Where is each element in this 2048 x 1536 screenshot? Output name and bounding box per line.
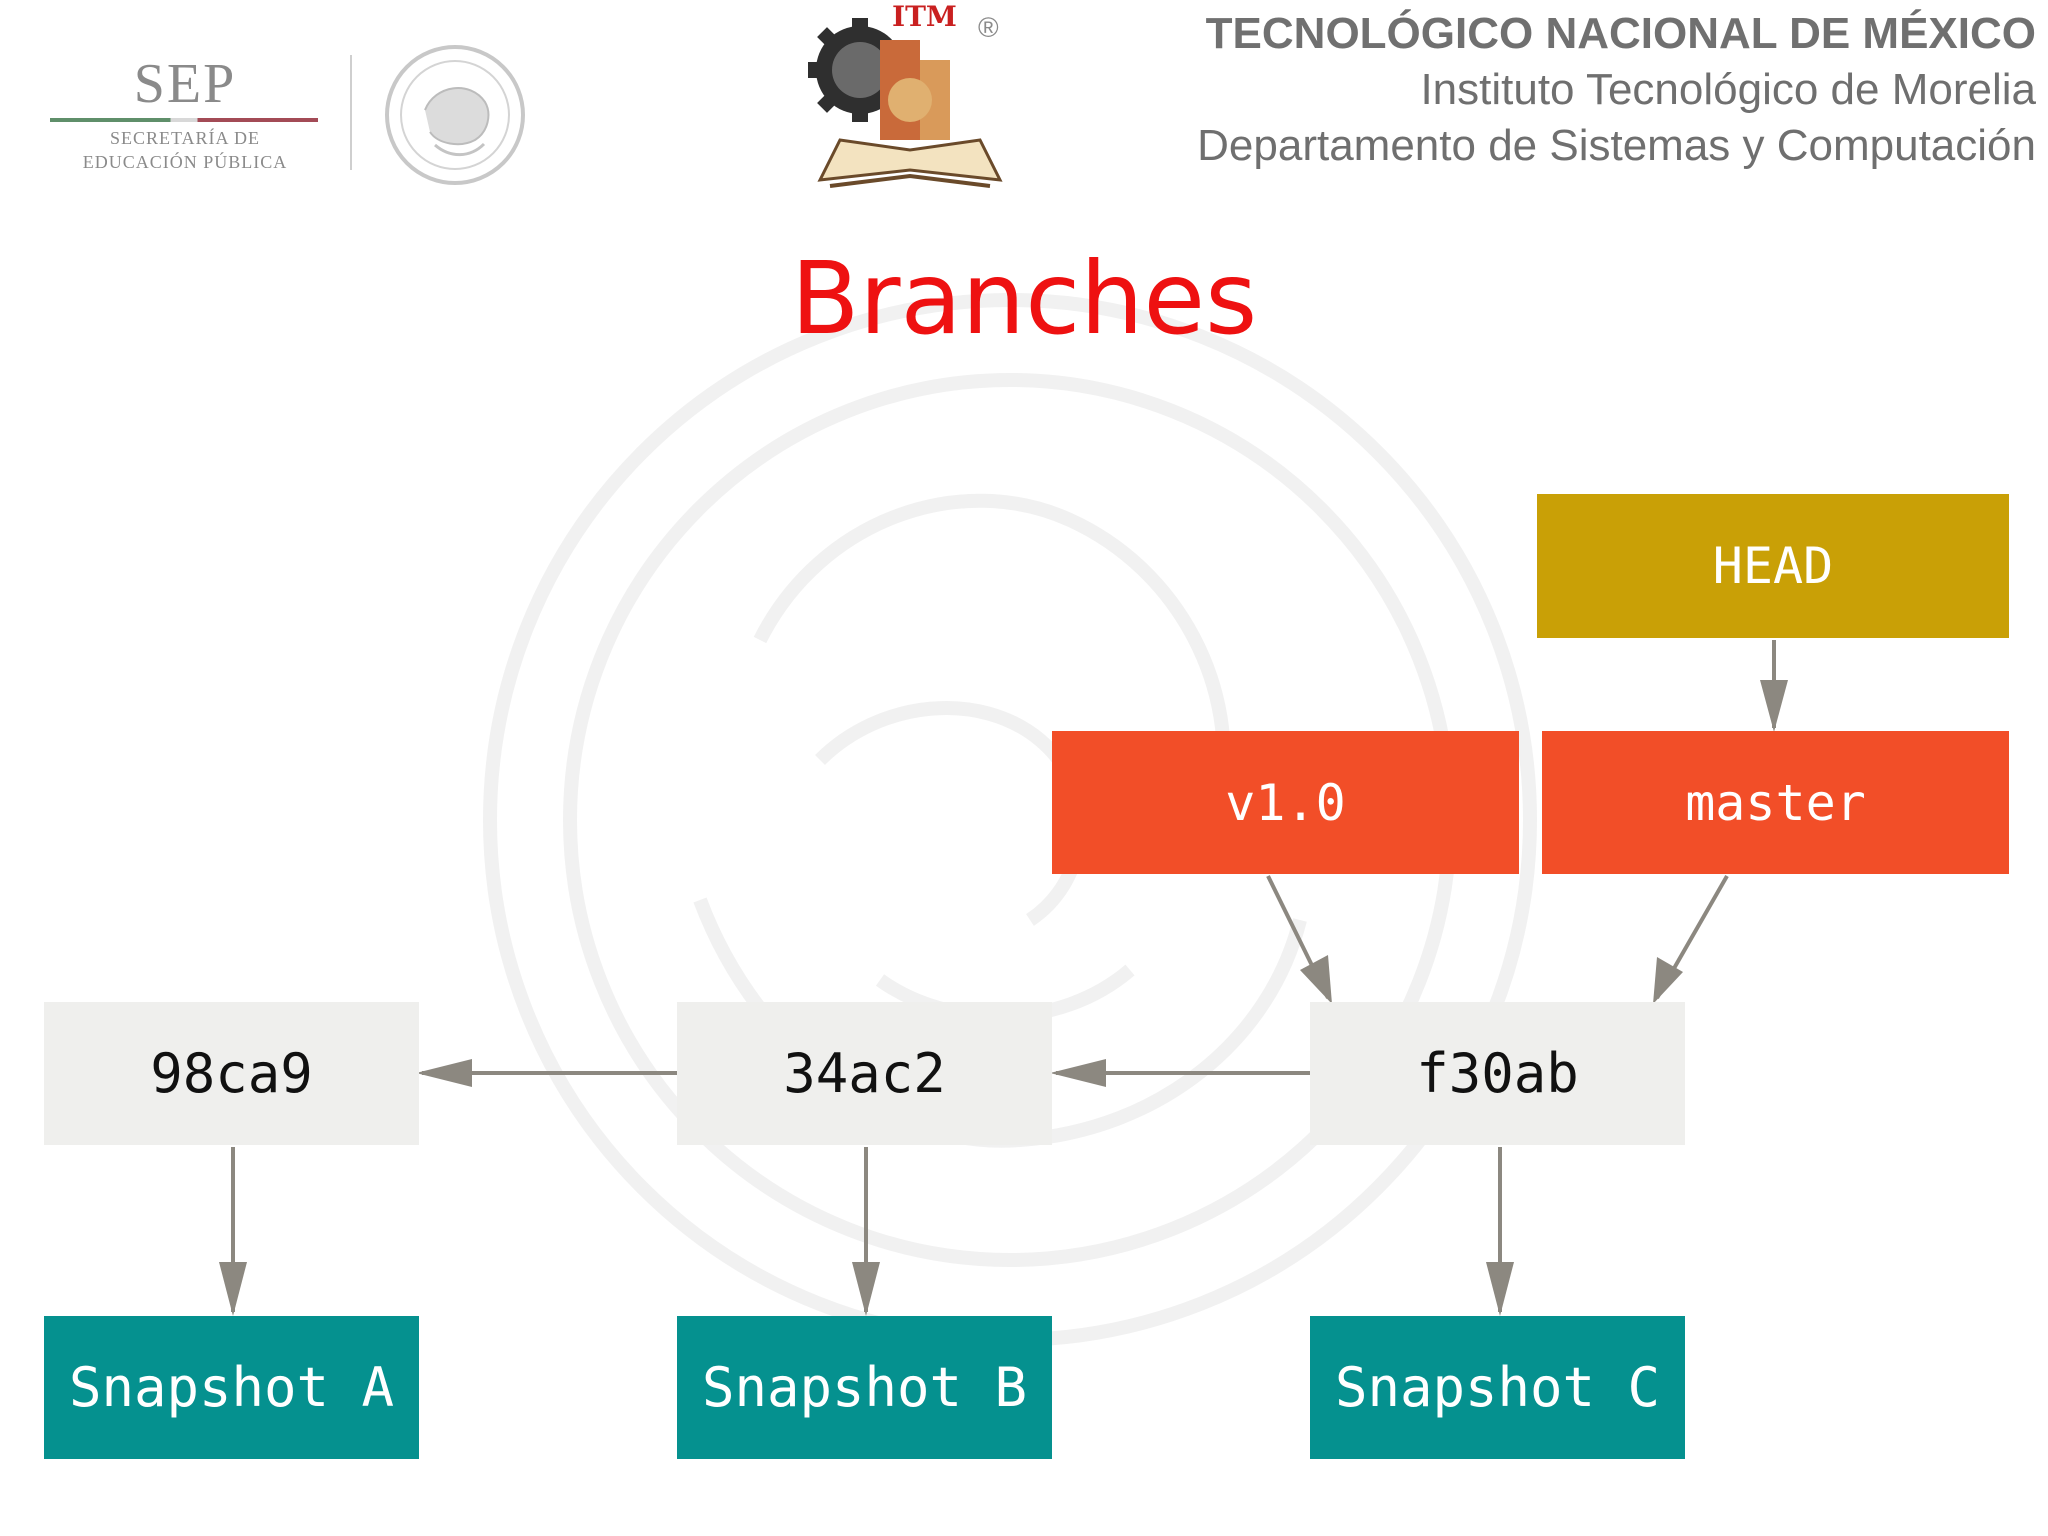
arrowhead-to-snapshot-b	[852, 1262, 880, 1316]
branch-master: master	[1542, 731, 2009, 874]
registered-mark: ®	[978, 12, 999, 43]
arrowhead-head-to-master	[1760, 680, 1788, 732]
institution-line-1: TECNOLÓGICO NACIONAL DE MÉXICO	[1205, 9, 2036, 58]
sep-logo: SEP SECRETARÍA DE EDUCACIÓN PÚBLICA	[50, 52, 320, 182]
commit-f30ab: f30ab	[1310, 1002, 1685, 1145]
itm-logo-text: ITM	[892, 0, 957, 33]
logo-divider	[350, 55, 352, 170]
slide-title: Branches	[790, 240, 1258, 357]
arrowhead-to-snapshot-a	[219, 1262, 247, 1316]
tag-v1-0: v1.0	[1052, 731, 1519, 874]
mexican-seal-icon	[385, 45, 525, 185]
sep-logo-line2: EDUCACIÓN PÚBLICA	[82, 152, 288, 172]
arrowhead-to-snapshot-c	[1486, 1262, 1514, 1316]
head-pointer: HEAD	[1537, 494, 2009, 638]
commit-98ca9: 98ca9	[44, 1002, 419, 1145]
itm-logo-icon: ITM	[808, 0, 1003, 188]
sep-logo-line1: SECRETARÍA DE	[109, 128, 261, 148]
sep-logo-flag-line	[50, 118, 318, 122]
sep-logo-word: SEP	[133, 53, 237, 115]
arrowhead-34ac2-to-98ca9	[416, 1059, 472, 1087]
arrowhead-f30ab-to-34ac2	[1050, 1059, 1106, 1087]
institution-header: TECNOLÓGICO NACIONAL DE MÉXICO Instituto…	[1197, 6, 2036, 174]
arrowhead-v1-to-f30ab	[1300, 955, 1332, 1004]
institution-line-3: Departamento de Sistemas y Computación	[1197, 121, 2036, 170]
institution-line-2: Instituto Tecnológico de Morelia	[1420, 65, 2036, 114]
commit-34ac2: 34ac2	[677, 1002, 1052, 1145]
snapshot-b: Snapshot B	[677, 1316, 1052, 1459]
snapshot-a: Snapshot A	[44, 1316, 419, 1459]
snapshot-c: Snapshot C	[1310, 1316, 1685, 1459]
arrowhead-master-to-f30ab	[1653, 957, 1683, 1004]
